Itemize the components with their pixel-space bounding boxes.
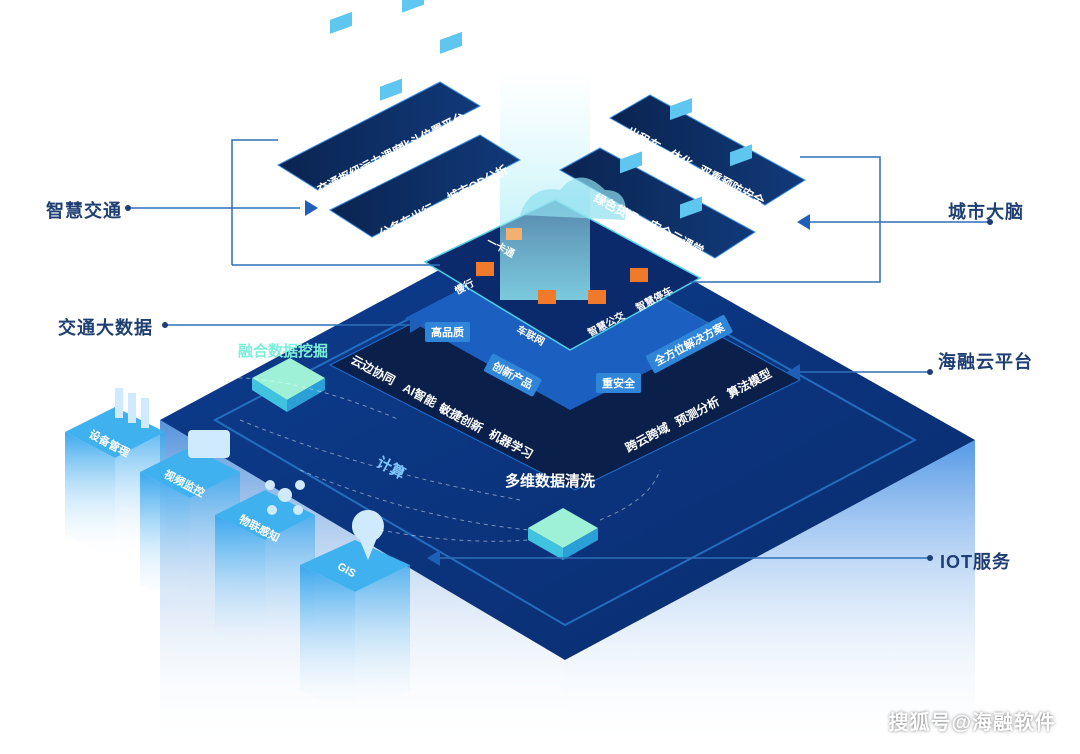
panel-tl-2	[328, 134, 522, 238]
cloud-icon	[520, 177, 626, 220]
panel-tr-2	[558, 147, 756, 259]
label-smart-traffic: 智慧交通	[46, 201, 122, 221]
arrow-icon	[787, 364, 800, 380]
label-dot	[125, 205, 131, 211]
iot-block-gis	[300, 540, 410, 715]
video-camera-icon	[188, 430, 230, 458]
data-mining-cube-side	[252, 378, 287, 412]
watermark: 搜狐号@海融软件	[888, 712, 1056, 734]
data-mining-label: 融合数据挖掘	[238, 343, 329, 360]
data-mining-cube-side-r	[287, 378, 325, 412]
dashed-flow-lines	[174, 377, 661, 542]
label-dot	[162, 322, 168, 328]
mid-tag-security: 重安全	[596, 373, 641, 393]
data-cleaning-cube-side-r	[563, 528, 598, 560]
label-iot-service: IOT服务	[940, 552, 1011, 572]
connector-lines-right	[430, 156, 990, 559]
arrow-icon	[797, 214, 810, 230]
label-city-brain: 城市大脑	[948, 202, 1024, 222]
panel-tr-1	[608, 94, 806, 206]
arrow-icon	[427, 550, 440, 566]
label-cloud-platform: 海融云平台	[938, 352, 1033, 372]
mid-tag-quality: 高品质	[425, 322, 470, 342]
sensor-network-icon	[265, 480, 305, 515]
label-traffic-big-data: 交通大数据	[58, 318, 153, 338]
label-dot	[927, 369, 933, 375]
stack-icon	[330, 0, 752, 219]
label-dot	[987, 219, 993, 225]
data-mining-cube	[252, 358, 325, 400]
orange-cube-icons	[476, 228, 648, 304]
iot-block-sensing	[215, 490, 315, 660]
label-dot	[927, 555, 933, 561]
arrow-icon	[305, 200, 318, 216]
arrow-icon	[410, 317, 423, 333]
base-platform-right	[565, 440, 975, 749]
device-icon	[115, 388, 149, 428]
location-pin-icon	[351, 510, 384, 560]
panel-tl-1	[276, 81, 482, 191]
data-cleaning-cube-side	[528, 528, 563, 560]
connector-lines-left	[130, 139, 440, 326]
data-cleaning-label: 多维数据清洗	[505, 473, 596, 490]
